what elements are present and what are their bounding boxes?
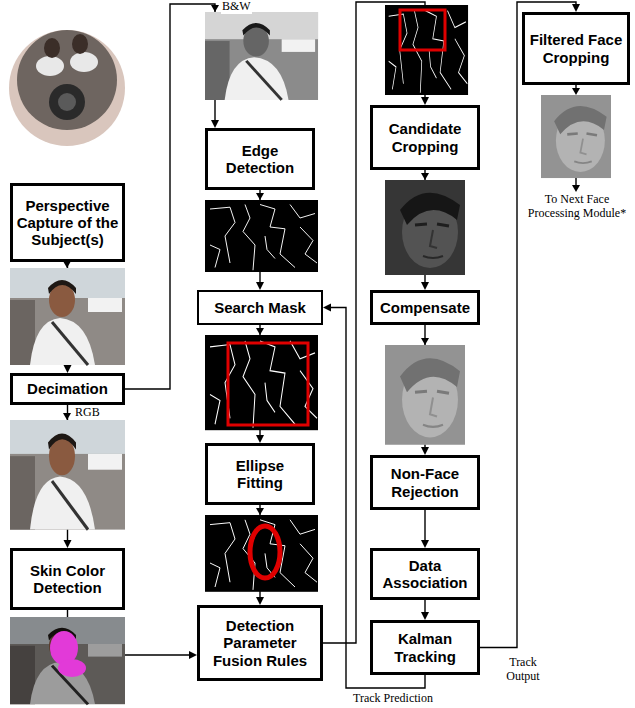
arrow-head: [64, 540, 72, 548]
process-box: Edge Detection: [205, 128, 315, 190]
connector-line: [424, 510, 425, 540]
arrow-head: [421, 282, 429, 290]
ellipse-image: [205, 515, 318, 592]
process-box: Ellipse Fitting: [205, 443, 315, 505]
box-text: Edge Detection: [211, 142, 309, 177]
box-text: Non-Face Rejection: [376, 465, 474, 500]
process-box: Filtered Face Cropping: [522, 12, 630, 85]
process-box: Kalman Tracking: [370, 620, 480, 675]
arrow-head: [256, 282, 264, 290]
box-text: Filtered Face Cropping: [528, 31, 624, 66]
box-text: Perspective Capture of the Subject(s): [16, 197, 119, 249]
arrow-head: [421, 612, 429, 620]
annotation-label: RGB: [74, 406, 101, 420]
arrow-head: [64, 365, 72, 373]
connector-line: [125, 4, 215, 389]
process-box: Detection Parameter Fusion Rules: [197, 605, 323, 681]
candidate-edge-image: [385, 5, 468, 95]
box-text: Detection Parameter Fusion Rules: [203, 617, 317, 669]
rgb-photo: [10, 420, 125, 530]
process-box: Data Association: [370, 548, 480, 600]
edge-label: Track Output: [497, 656, 549, 684]
process-box: Skin Color Detection: [10, 548, 125, 610]
arrow-head: [421, 540, 429, 548]
process-box: Non-Face Rejection: [370, 455, 480, 510]
box-text: Data Association: [376, 557, 474, 592]
process-box: Candidate Cropping: [370, 105, 480, 170]
filtered-face: [541, 95, 611, 178]
driver-photo: [10, 268, 125, 365]
box-text: Skin Color Detection: [16, 562, 119, 597]
connector-line: [424, 600, 425, 612]
arrow-head: [572, 4, 580, 12]
process-box: Decimation: [10, 373, 125, 405]
arrow-head: [421, 97, 429, 105]
connector: [125, 4, 219, 389]
connector: [421, 600, 429, 620]
annotation-label: B&W: [221, 0, 252, 14]
flow-arrows: [63, 5, 580, 515]
skin-mask-photo: [10, 617, 125, 704]
box-text: Search Mask: [202, 299, 318, 316]
arrow-head: [189, 651, 197, 659]
box-text: Kalman Tracking: [376, 630, 474, 665]
box-text: Ellipse Fitting: [211, 457, 309, 492]
arrow-head: [256, 597, 264, 605]
masked-edge-image: [205, 335, 318, 430]
compensated-face: [385, 345, 465, 445]
connector: [421, 510, 429, 548]
edge-label: Track Prediction: [352, 692, 434, 706]
arrow-head: [421, 447, 429, 455]
box-text: Decimation: [16, 380, 119, 397]
bw-photo: [205, 12, 318, 100]
process-box: Compensate: [370, 290, 480, 325]
process-box: Search Mask: [197, 290, 323, 325]
cropped-face: [385, 180, 465, 275]
edge-image: [205, 200, 318, 272]
arrow-head: [256, 435, 264, 443]
arrow-head: [211, 120, 219, 128]
box-text: Compensate: [376, 299, 474, 316]
annotation-label: To Next Face Processing Module*: [526, 193, 628, 221]
fisheye-photo: [9, 5, 125, 175]
process-box: Perspective Capture of the Subject(s): [10, 183, 125, 262]
arrow-head: [323, 304, 331, 312]
box-text: Candidate Cropping: [376, 120, 474, 155]
